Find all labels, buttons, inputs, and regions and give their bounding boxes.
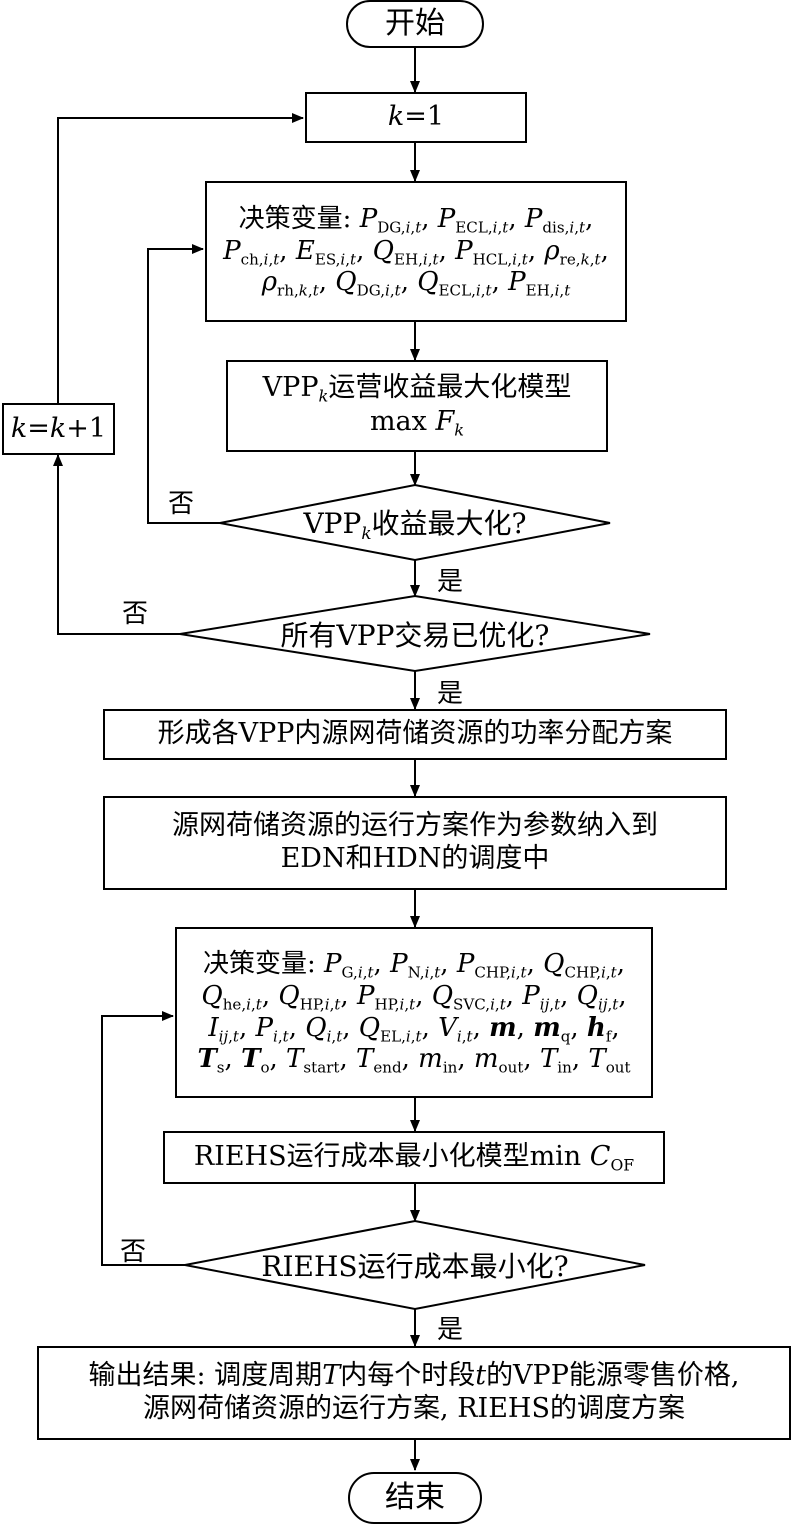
decision-vpp-max-shape <box>219 483 611 562</box>
power-allocation-label: 形成各VPP内源网荷储资源的功率分配方案 <box>157 718 673 750</box>
decision-all-vpp: 所有VPP交易已优化? <box>180 596 650 671</box>
decision-riehs-min-shape <box>184 1219 646 1311</box>
vpp-revenue-model-box: VPPk运营收益最大化模型 max Fk <box>226 360 608 452</box>
output-results-box: 输出结果: 调度周期T内每个时段t的VPP能源零售价格, 源网荷储资源的运行方案… <box>37 1346 791 1440</box>
start-terminal: 开始 <box>346 0 484 48</box>
decision-riehs-min: RIEHS运行成本最小化? <box>185 1221 645 1309</box>
decision-vpp-max: VPPk收益最大化? <box>220 485 610 560</box>
init-k-label: k=1 <box>387 101 445 133</box>
end-terminal: 结束 <box>348 1472 482 1524</box>
decision-vpp-max-label: VPPk收益最大化? <box>303 507 527 543</box>
init-k-box: k=1 <box>305 92 527 143</box>
riehs-cost-model-box: RIEHS运行成本最小化模型min COF <box>163 1131 665 1184</box>
start-label: 开始 <box>385 5 445 41</box>
power-allocation-box: 形成各VPP内源网荷储资源的功率分配方案 <box>103 709 727 760</box>
decision-all-vpp-shape <box>179 594 651 673</box>
decision-riehs-min-label: RIEHS运行成本最小化? <box>261 1250 569 1283</box>
riehs-cost-model-label: RIEHS运行成本最小化模型min COF <box>193 1140 635 1175</box>
decision-variables-vpp-text: 决策变量: PDG,i,t, PECL,i,t, Pdis,i,t, Pch,i… <box>223 203 609 300</box>
increment-k-box: k=k+1 <box>2 403 115 455</box>
output-results-text: 输出结果: 调度周期T内每个时段t的VPP能源零售价格, 源网荷储资源的运行方案… <box>88 1360 740 1424</box>
no-label-all-vpp: 否 <box>122 599 149 629</box>
decision-variables-vpp-box: 决策变量: PDG,i,t, PECL,i,t, Pdis,i,t, Pch,i… <box>205 181 627 322</box>
decision-variables-riehs-box: 决策变量: PG,i,t, PN,i,t, PCHP,i,t, QCHP,i,t… <box>175 927 653 1098</box>
yes-label-riehs-min: 是 <box>437 1315 464 1345</box>
decision-variables-riehs-text: 决策变量: PG,i,t, PN,i,t, PCHP,i,t, QCHP,i,t… <box>197 949 631 1077</box>
yes-label-all-vpp: 是 <box>437 679 464 709</box>
end-label: 结束 <box>385 1479 445 1515</box>
no-label-riehs-min: 否 <box>120 1237 147 1267</box>
no-label-vpp-max: 否 <box>168 489 195 519</box>
increment-k-label: k=k+1 <box>10 412 107 444</box>
yes-label-vpp-max: 是 <box>437 567 464 597</box>
vpp-revenue-model-text: VPPk运营收益最大化模型 max Fk <box>262 371 572 440</box>
decision-all-vpp-label: 所有VPP交易已优化? <box>280 618 550 652</box>
